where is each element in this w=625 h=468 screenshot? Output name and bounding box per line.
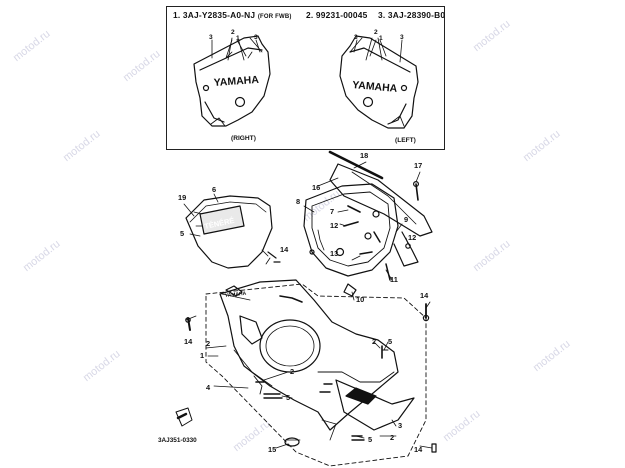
- callout-12: 12: [330, 221, 338, 230]
- left-caption: (LEFT): [395, 137, 416, 144]
- item2-code: 2. 99231-00045: [306, 10, 368, 20]
- inset-callout-3-right: 3: [209, 34, 213, 41]
- cowl-stay-bracket: [303, 150, 433, 297]
- right-decal-panel: [193, 35, 271, 127]
- callout-2: 2: [206, 339, 210, 348]
- callout-12b: 12: [408, 233, 416, 242]
- callout-2d: 2: [390, 433, 394, 442]
- callout-5b: 5: [286, 393, 290, 402]
- item3-code: 3. 3AJ-28390-B0: [378, 10, 446, 20]
- callout-17: 17: [414, 161, 422, 170]
- diagram-reference-code: 3AJ351-0330: [158, 437, 197, 444]
- inset-callout-2-left: 2: [374, 29, 378, 36]
- windscreen-part: [185, 195, 273, 269]
- inset-callout-numbers: 3 2 1 3 3 2 1 3: [209, 29, 404, 42]
- windscreen-leaders: [183, 193, 271, 265]
- callout-5: 5: [180, 229, 184, 238]
- callout-9: 9: [404, 215, 408, 224]
- callout-19: 19: [178, 193, 186, 202]
- callout-11: 11: [390, 275, 398, 284]
- hardware-fasteners: [175, 251, 437, 453]
- callout-15: 15: [268, 445, 276, 454]
- callout-1: 1: [200, 351, 204, 360]
- callout-14b: 14: [420, 291, 429, 300]
- left-panel-brand: YAMAHA: [352, 79, 398, 95]
- inset-callout-1-left: 1: [379, 35, 383, 42]
- fairing-leaders: [185, 301, 433, 449]
- callout-7: 7: [330, 207, 334, 216]
- callout-14: 14: [280, 245, 289, 254]
- inset-callout-3b-left: 3: [400, 34, 404, 41]
- inset-callout-3b-right: 3: [254, 34, 258, 41]
- callout-5c: 5: [388, 337, 392, 346]
- callout-2c: 2: [372, 337, 376, 346]
- inset-callout-1-right: 1: [236, 35, 240, 42]
- item1-code: 1. 3AJ-Y2835-A0-NJ: [173, 10, 256, 20]
- callout-6: 6: [212, 185, 216, 194]
- callout-2b: 2: [290, 367, 294, 376]
- bracket-leaders: [303, 161, 421, 301]
- inset-callout-3-left: 3: [354, 34, 358, 41]
- front-cowling-assembly: [205, 279, 427, 467]
- cowling-side-logo: YAMAHA: [225, 291, 247, 299]
- callout-16: 16: [312, 183, 320, 192]
- right-panel-brand: YAMAHA: [213, 74, 259, 89]
- decal-inset-box: 1. 3AJ-Y2835-A0-NJ (FOR FWB) 2. 99231-00…: [166, 6, 445, 150]
- callout-10: 10: [356, 295, 364, 304]
- callout-8: 8: [296, 197, 300, 206]
- callout-14d: 14: [414, 445, 423, 454]
- left-decal-panel: [339, 35, 419, 129]
- item1-note: (FOR FWB): [257, 14, 292, 20]
- brand-lettering: YAMAHA YAMAHA TÉNÉRÉ YAMAHA: [204, 74, 399, 299]
- callout-4: 4: [206, 383, 211, 392]
- callout-13: 13: [330, 249, 338, 258]
- inset-callout-2-right: 2: [231, 29, 235, 36]
- inset-callout-leaders: [211, 39, 403, 63]
- callout-3: 3: [398, 421, 402, 430]
- part-callout-numbers: 19 6 5 14 18 16 17 8 7 12 9 12 13 11 10 …: [178, 151, 429, 454]
- right-caption: (RIGHT): [231, 135, 256, 142]
- inset-header: 1. 3AJ-Y2835-A0-NJ (FOR FWB): [173, 10, 292, 20]
- callout-5d: 5: [368, 435, 372, 444]
- callout-18: 18: [360, 151, 368, 160]
- callout-14c: 14: [184, 337, 193, 346]
